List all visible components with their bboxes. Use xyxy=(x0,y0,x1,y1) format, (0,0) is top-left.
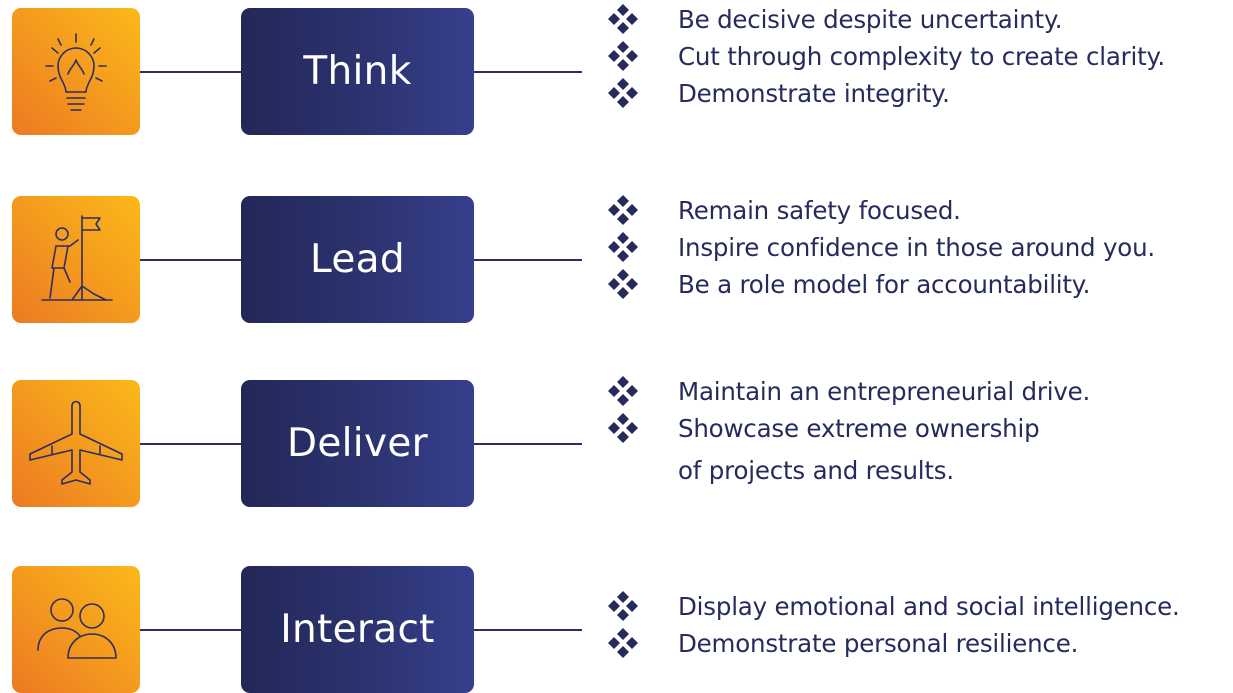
diamond-bullet-icon xyxy=(608,4,638,34)
connector-line xyxy=(474,443,582,445)
category-box-deliver: Deliver xyxy=(241,380,474,507)
bullet-text: Cut through complexity to create clarity… xyxy=(678,42,1165,71)
category-label: Lead xyxy=(310,237,405,282)
bullet-text: Maintain an entrepreneurial drive. xyxy=(678,377,1091,406)
diamond-bullet-icon xyxy=(608,195,638,225)
category-label: Think xyxy=(303,49,412,94)
bullet-text: Display emotional and social intelligenc… xyxy=(678,592,1180,621)
diamond-bullet-icon xyxy=(608,628,638,658)
diamond-bullet-icon xyxy=(608,41,638,71)
category-box-interact: Interact xyxy=(241,566,474,693)
two-people-icon xyxy=(37,598,117,659)
connector-line xyxy=(140,259,242,261)
airplane-icon-tile xyxy=(12,380,140,507)
connector-line xyxy=(140,71,242,73)
category-box-think: Think xyxy=(241,8,474,135)
diamond-bullet-icon xyxy=(608,78,638,108)
category-box-lead: Lead xyxy=(241,196,474,323)
person-flag-icon-tile xyxy=(12,196,140,323)
diamond-bullet-icon xyxy=(608,591,638,621)
bullet-text: Be decisive despite uncertainty. xyxy=(678,5,1063,34)
bullet-text: Be a role model for accountability. xyxy=(678,270,1091,299)
diamond-bullet-icon xyxy=(608,376,638,406)
connector-line xyxy=(474,71,582,73)
bullet-text: Showcase extreme ownership xyxy=(678,414,1040,443)
bullet-text: Demonstrate personal resilience. xyxy=(678,629,1079,658)
bullet-text-continuation: of projects and results. xyxy=(678,456,954,485)
connector-line xyxy=(140,629,242,631)
diamond-bullet-icon xyxy=(608,232,638,262)
diamond-bullet-icon xyxy=(608,269,638,299)
bullet-text: Demonstrate integrity. xyxy=(678,79,950,108)
connector-line xyxy=(140,443,242,445)
airplane-icon xyxy=(29,400,123,485)
category-label: Deliver xyxy=(287,421,428,466)
lightbulb-icon-tile xyxy=(12,8,140,135)
lightbulb-icon xyxy=(45,33,107,111)
diamond-bullet-icon xyxy=(608,413,638,443)
connector-line xyxy=(474,629,582,631)
bullet-text: Inspire confidence in those around you. xyxy=(678,233,1155,262)
two-people-icon-tile xyxy=(12,566,140,693)
bullet-text: Remain safety focused. xyxy=(678,196,961,225)
category-label: Interact xyxy=(280,607,435,652)
person-flag-icon xyxy=(41,215,113,301)
connector-line xyxy=(474,259,582,261)
